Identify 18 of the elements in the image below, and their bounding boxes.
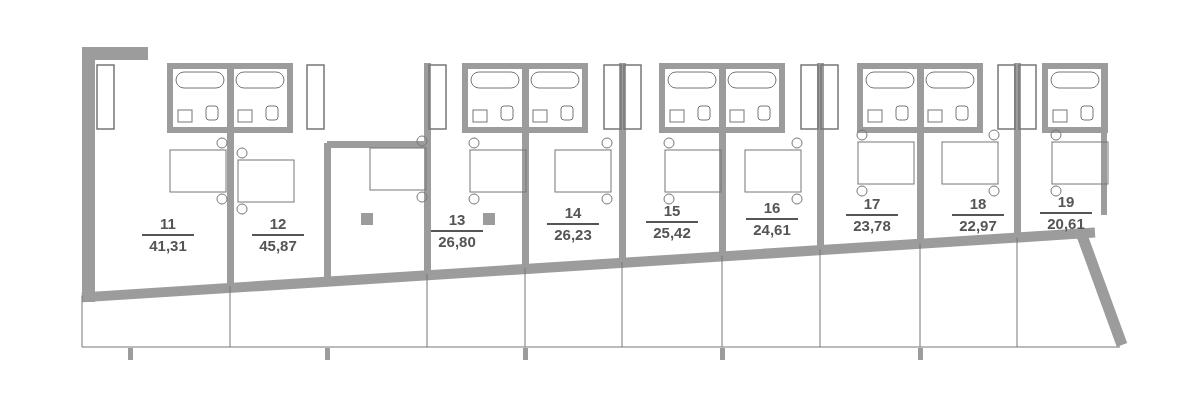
room-number: 16 <box>763 200 781 216</box>
room-number: 13 <box>448 212 466 228</box>
room-number: 11 <box>160 216 176 232</box>
room-number: 17 <box>863 196 881 212</box>
room-area: 26,23 <box>554 227 592 243</box>
room-number: 15 <box>663 203 681 219</box>
room-area: 20,61 <box>1047 216 1085 232</box>
room-area: 22,97 <box>959 218 997 234</box>
room-number: 14 <box>564 205 582 221</box>
room-number: 12 <box>269 216 287 232</box>
room-area: 45,87 <box>259 238 297 254</box>
room-area: 25,42 <box>653 225 691 241</box>
room-number: 18 <box>969 196 987 212</box>
room-area: 24,61 <box>753 222 791 238</box>
room-area: 41,31 <box>149 238 187 254</box>
room-area: 26,80 <box>438 234 476 250</box>
room-number: 19 <box>1057 194 1075 210</box>
room-area: 23,78 <box>853 218 891 234</box>
